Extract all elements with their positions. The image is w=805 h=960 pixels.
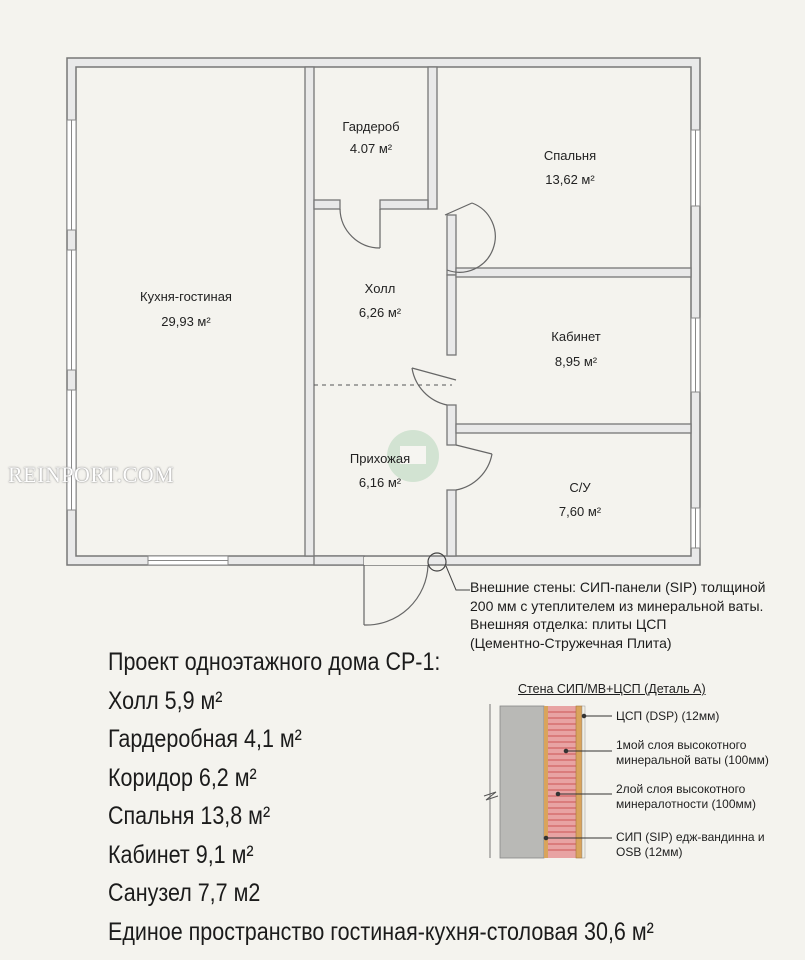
layer-label: 1мой слоя высокотного (616, 738, 747, 752)
summary-item: Спальня 13,8 м² (108, 802, 271, 830)
note-line: (Цементно-Стружечная Плита) (470, 634, 672, 651)
note-line: Внешние стены: СИП-панели (SIP) толщиной (470, 579, 766, 595)
layer-callout: ЦСП (DSP) (12мм) (616, 709, 719, 724)
project-summary: Проект одноэтажного дома СР-1: Холл 5,9 … (108, 643, 743, 951)
summary-item: Санузел 7,7 м2 (108, 879, 261, 907)
layer-callout: 2лой слоя высокотного минералотности (10… (616, 782, 756, 812)
entrance-area: 6,16 м² (359, 475, 402, 490)
summary-item: Кабинет 9,1 м² (108, 840, 254, 869)
entrance-name: Прихожая (350, 451, 410, 466)
hall-area: 6,26 м² (359, 305, 402, 320)
detail-leader (445, 565, 470, 591)
faint-logo (387, 430, 439, 482)
layer-label: минералотности (100мм) (616, 797, 756, 811)
wardrobe-area: 4.07 м² (350, 141, 393, 156)
interior-walls (304, 66, 692, 566)
layer-label: СИП (SIP) едж-вандинна и (616, 830, 765, 844)
bathroom-area: 7,60 м² (559, 504, 602, 519)
summary-item: Холл 5,9 м² (108, 686, 223, 715)
bathroom-name: С/У (569, 480, 591, 495)
wall-detail (483, 704, 612, 859)
note-line: 200 мм с утеплителем из минеральной ваты… (470, 597, 764, 614)
summary-title: Проект одноэтажного дома СР-1: (108, 648, 441, 676)
kitchen-area: 29,93 м² (161, 314, 211, 329)
summary-item: Единое пространство гостиная-кухня-столо… (108, 917, 654, 946)
door-swings (339, 202, 496, 626)
summary-item: Коридор 6,2 м² (108, 763, 257, 792)
detail-marker (427, 552, 447, 572)
note-line: Внешняя отделка: плиты ЦСП (470, 616, 667, 632)
windows (66, 119, 701, 566)
office-name: Кабинет (551, 329, 600, 344)
front-door-gap (364, 557, 428, 565)
layer-label: ЦСП (DSP) (12мм) (616, 709, 720, 723)
office-area: 8,95 м² (555, 354, 598, 369)
concrete-layer (499, 705, 545, 859)
summary-item: Гардеробная 4,1 м² (108, 725, 302, 753)
layer-label: минеральной ваты (100мм) (616, 753, 769, 767)
kitchen-name: Кухня-гостиная (140, 289, 232, 304)
bedroom-name: Спальня (544, 148, 596, 163)
wardrobe-name: Гардероб (342, 119, 399, 134)
layer-callout: СИП (SIP) едж-вандинна и OSB (12мм) (616, 830, 765, 860)
detail-title: Стена СИП/МВ+ЦСП (Деталь А) (518, 682, 706, 696)
bedroom-area: 13,62 м² (545, 172, 595, 187)
wall-notes: Внешние стены: СИП-панели (SIP) толщиной… (470, 578, 790, 652)
watermark: REINPORT.COM (8, 462, 175, 487)
layer-label: 2лой слоя высокотного (616, 782, 746, 796)
outer-layer (581, 705, 586, 859)
osb-layer (544, 706, 548, 858)
insulation-layer (548, 706, 576, 858)
layer-callout: 1мой слоя высокотного минеральной ваты (… (616, 738, 769, 768)
hall-name: Холл (365, 281, 396, 296)
layer-label: OSB (12мм) (616, 845, 683, 859)
